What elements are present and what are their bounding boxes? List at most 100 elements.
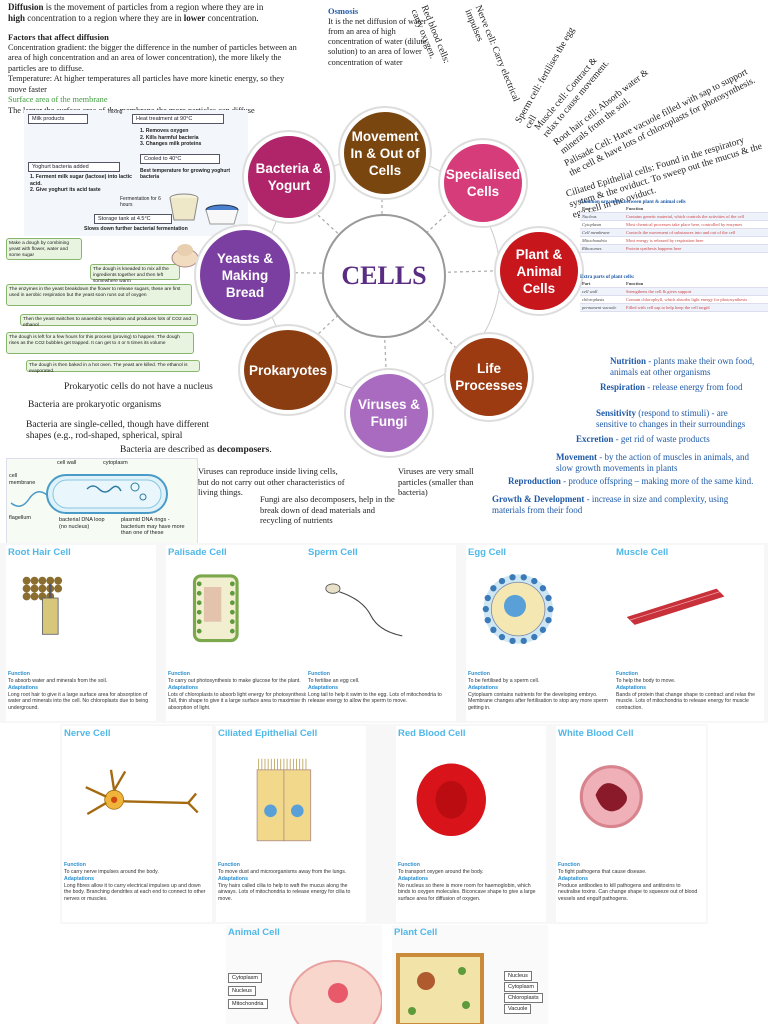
function-text: To fight pathogens that cause disease. <box>558 868 647 875</box>
label-cytoplasm: Cytoplasm <box>504 982 538 992</box>
osmosis-title: Osmosis <box>328 6 359 16</box>
note-decomposers: Bacteria are described as decomposers. <box>120 445 272 456</box>
palisade-cell-illustration <box>174 563 308 668</box>
function-label: Function <box>64 862 86 868</box>
organelle-function: Protein synthesis happens here <box>626 246 682 251</box>
diffusion-definition: Diffusion is the movement of particles f… <box>8 2 304 24</box>
note-decomposers-c: . <box>269 445 272 455</box>
th-function: Function <box>626 206 644 211</box>
label-chloroplasts: Chloroplasts <box>504 993 543 1003</box>
white-blood-cell-illustration <box>564 744 698 859</box>
th-part: Part <box>582 206 591 211</box>
label-bacterial-dna: bacterial DNA loop (no nucleus) <box>59 517 105 530</box>
bubble-life-processes[interactable]: Life Processes <box>446 334 532 420</box>
adaptations-text: Tiny hairs called cilia to help to waft … <box>218 882 351 902</box>
extra-function: Strengthens the cell & gives support <box>626 289 692 294</box>
yogurt-pots-image <box>169 193 239 225</box>
bubble-plant-animal[interactable]: Plant & Animal Cells <box>496 228 582 314</box>
life-process-item: Movement - by the action of muscles in a… <box>556 452 760 474</box>
diffusion-text-2: concentration to a region where they are… <box>25 13 184 23</box>
card-title: Animal Cell <box>228 927 280 938</box>
bubble-viruses-fungi-label: Viruses & Fungi <box>357 397 421 429</box>
label-vacuole: Vacuole <box>504 1004 532 1014</box>
sperm-cell-illustration <box>314 563 448 668</box>
life-process-item: Reproduction - produce offspring – makin… <box>508 476 760 487</box>
adaptations-label: Adaptations <box>218 876 248 882</box>
function-label: Function <box>398 862 420 868</box>
factor-concentration: Concentration gradient: the bigger the d… <box>8 42 297 73</box>
function-text: To transport oxygen around the body. <box>398 868 484 875</box>
bread-step-2: The dough is kneaded to mix all the ingr… <box>90 264 180 284</box>
function-text: To carry out photosynthesis to make gluc… <box>168 677 301 684</box>
flow-storage: Storage tank at 4.5°C <box>94 214 172 224</box>
adaptations-label: Adaptations <box>616 685 646 691</box>
card-title: Nerve Cell <box>64 728 111 739</box>
life-process-text: - plants make their own food, animals ea… <box>610 356 755 377</box>
bubble-viruses-fungi[interactable]: Viruses & Fungi <box>346 370 432 456</box>
bubble-prokaryotes[interactable]: Prokaryotes <box>240 326 336 414</box>
label-flagellum: flagellum <box>9 515 32 521</box>
life-process-term: Reproduction <box>508 476 561 486</box>
function-label: Function <box>558 862 580 868</box>
factors-title: Factors that affect diffusion <box>8 32 109 42</box>
label-plasmid: plasmid DNA rings - bacterium may have m… <box>121 517 185 536</box>
bubble-yeasts[interactable]: Yeasts & Making Bread <box>196 226 294 324</box>
organelle-table-header: Part Function <box>580 205 768 213</box>
flow-bacteria-added: Yoghurt bacteria added <box>28 162 120 172</box>
bread-steps: Make a dough by combining yeast with flo… <box>6 238 202 376</box>
bubble-life-processes-label: Life Processes <box>455 361 523 393</box>
label-nucleus: Nucleus <box>228 986 256 996</box>
function-text: To help the body to move. <box>616 677 676 684</box>
adaptations-text: Bands of protein that change shape to co… <box>616 691 756 711</box>
label-nucleus: Nucleus <box>504 971 532 981</box>
flow-ferment: 1. Ferment milk sugar (lactose) into lac… <box>30 174 133 193</box>
diffusion-high: high <box>8 13 26 23</box>
diffusion-text-3: concentration. <box>205 13 259 23</box>
adaptations-text: Produce antibodies to kill pathogens and… <box>558 882 698 902</box>
function-text: To move dust and microorganisms away fro… <box>218 868 347 875</box>
bubble-bacteria[interactable]: Bacteria & Yogurt <box>244 132 334 222</box>
function-label: Function <box>218 862 240 868</box>
bubble-movement[interactable]: Movement In & Out of Cells <box>340 108 430 198</box>
organelle-part: Cell membrane <box>582 230 610 235</box>
card-title: Root Hair Cell <box>8 547 71 558</box>
organelle-function: Controls the movement of substances into… <box>626 230 736 235</box>
egg-cell-illustration <box>474 563 608 668</box>
bubble-plant-animal-label: Plant & Animal Cells <box>515 246 563 296</box>
function-text: To absorb water and minerals from the so… <box>8 677 108 684</box>
extra-part: cell wall <box>582 289 598 294</box>
extra-function: Filled with cell sap to help keep the ce… <box>626 305 710 310</box>
muscle-cell-illustration <box>622 563 756 668</box>
plant-cell-illustration <box>392 941 548 1024</box>
bubble-specialised[interactable]: Specialised Cells <box>440 140 526 226</box>
note-decomposers-a: Bacteria are described as <box>120 445 218 455</box>
osmosis-block: Osmosis It is the net diffusion of water… <box>328 6 428 68</box>
red-blood-cell-illustration <box>404 744 538 859</box>
organelle-row: Cell membrane Controls the movement of su… <box>580 229 768 237</box>
bread-step-3: The enzymes in the yeast breakdown the f… <box>6 284 192 306</box>
organelle-part: Mitochondria <box>582 238 607 243</box>
adaptations-text: No nucleus so there is more room for hae… <box>398 882 536 902</box>
adaptations-label: Adaptations <box>468 685 498 691</box>
extra-part: chloroplasts <box>582 297 605 302</box>
life-process-text: - get rid of waste products <box>613 434 710 444</box>
life-process-term: Movement <box>556 452 597 462</box>
card-title: Sperm Cell <box>308 547 358 558</box>
diffusion-term: Diffusion <box>8 2 44 12</box>
adaptations-text: Lots of chloroplasts to absorb light ene… <box>168 691 310 711</box>
root-hair-cell-illustration <box>14 563 148 668</box>
life-process-text: - produce offspring – making more of the… <box>560 476 754 486</box>
organelle-part: Cytoplasm <box>582 222 602 227</box>
